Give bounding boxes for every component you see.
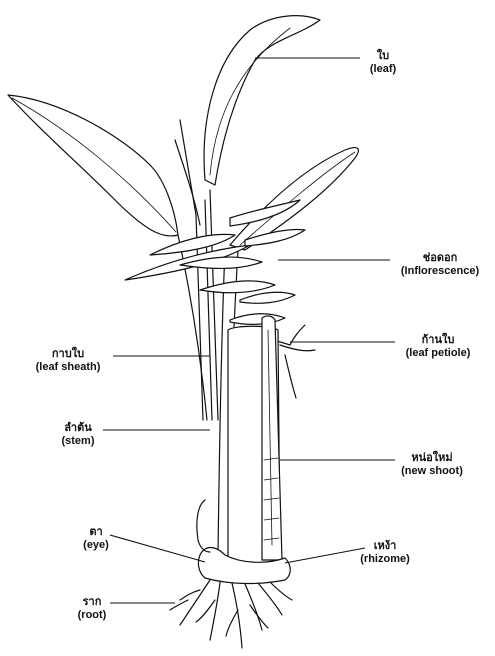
- rhizome-and-shoot: [197, 316, 290, 584]
- label-rhizome: เหง้า (rhizome): [360, 540, 410, 566]
- label-root: ราก (root): [78, 596, 107, 622]
- label-eye-english: (eye): [83, 539, 109, 552]
- label-leaf-sheath-thai: กาบใบ: [36, 348, 101, 361]
- label-inflorescence-english: (Inflorescence): [401, 265, 479, 278]
- label-inflorescence: ช่อดอก (Inflorescence): [401, 252, 479, 278]
- label-leaf-sheath: กาบใบ (leaf sheath): [36, 348, 101, 374]
- label-new-shoot-thai: หน่อใหม่: [401, 452, 463, 465]
- label-rhizome-english: (rhizome): [360, 553, 410, 566]
- label-leaf-thai: ใบ: [370, 50, 396, 63]
- label-leaf-english: (leaf): [370, 63, 396, 76]
- label-leaf-petiole-thai: ก้านใบ: [406, 334, 471, 347]
- label-new-shoot-english: (new shoot): [401, 465, 463, 478]
- label-leaf-petiole-english: (leaf petiole): [406, 347, 471, 360]
- label-leaf-sheath-english: (leaf sheath): [36, 361, 101, 374]
- label-leaf-petiole: ก้านใบ (leaf petiole): [406, 334, 471, 360]
- label-root-english: (root): [78, 609, 107, 622]
- label-eye: ตา (eye): [83, 526, 109, 552]
- label-root-thai: ราก: [78, 596, 107, 609]
- label-new-shoot: หน่อใหม่ (new shoot): [401, 452, 463, 478]
- label-inflorescence-thai: ช่อดอก: [401, 252, 479, 265]
- leader-rhizome: [285, 548, 365, 563]
- label-stem-thai: ลำต้น: [61, 422, 94, 435]
- label-stem-english: (stem): [61, 435, 94, 448]
- label-eye-thai: ตา: [83, 526, 109, 539]
- roots: [170, 580, 292, 648]
- label-leaf: ใบ (leaf): [370, 50, 396, 76]
- leader-eye: [110, 535, 205, 562]
- label-stem: ลำต้น (stem): [61, 422, 94, 448]
- label-rhizome-thai: เหง้า: [360, 540, 410, 553]
- leaf-blades: [8, 16, 358, 250]
